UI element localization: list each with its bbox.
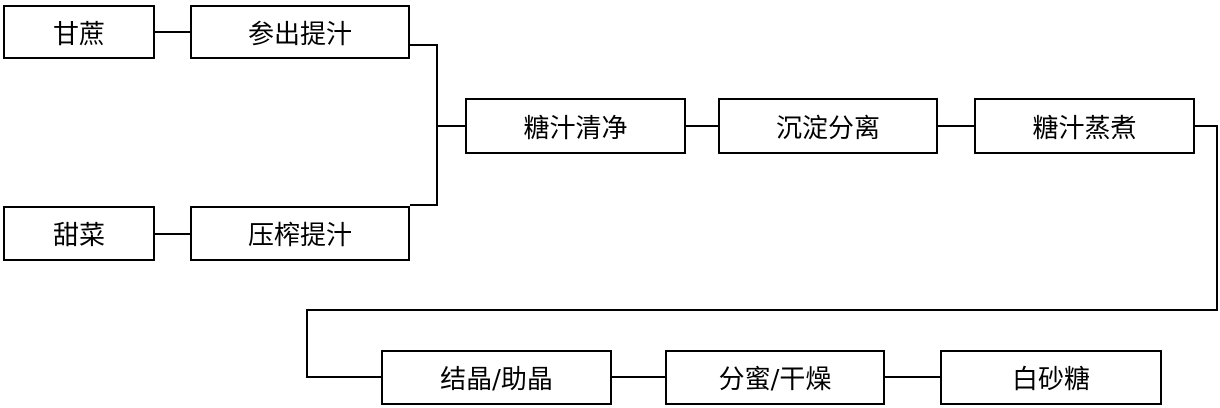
node-tiancai: 甜菜 [3, 206, 155, 261]
node-tangzhi-zhengzhu: 糖汁蒸煮 [974, 98, 1195, 154]
node-baishatang: 白砂糖 [940, 350, 1162, 405]
node-shenchu-tizhi: 参出提汁 [190, 5, 410, 59]
connector-shenchu-merge [410, 44, 438, 126]
node-ganzhe: 甘蔗 [3, 5, 155, 59]
connector-yazha-merge [410, 126, 438, 206]
node-yazha-tizhi: 压榨提汁 [190, 206, 410, 261]
node-jiejing-zhujing: 结晶/助晶 [381, 350, 612, 405]
node-fenmi-ganzao: 分蜜/干燥 [665, 350, 885, 405]
connector-zhengzhu-jiejing [306, 125, 1218, 378]
node-tangzhi-qingjing: 糖汁清净 [465, 98, 686, 154]
node-chendian-fenli: 沉淀分离 [718, 98, 938, 154]
